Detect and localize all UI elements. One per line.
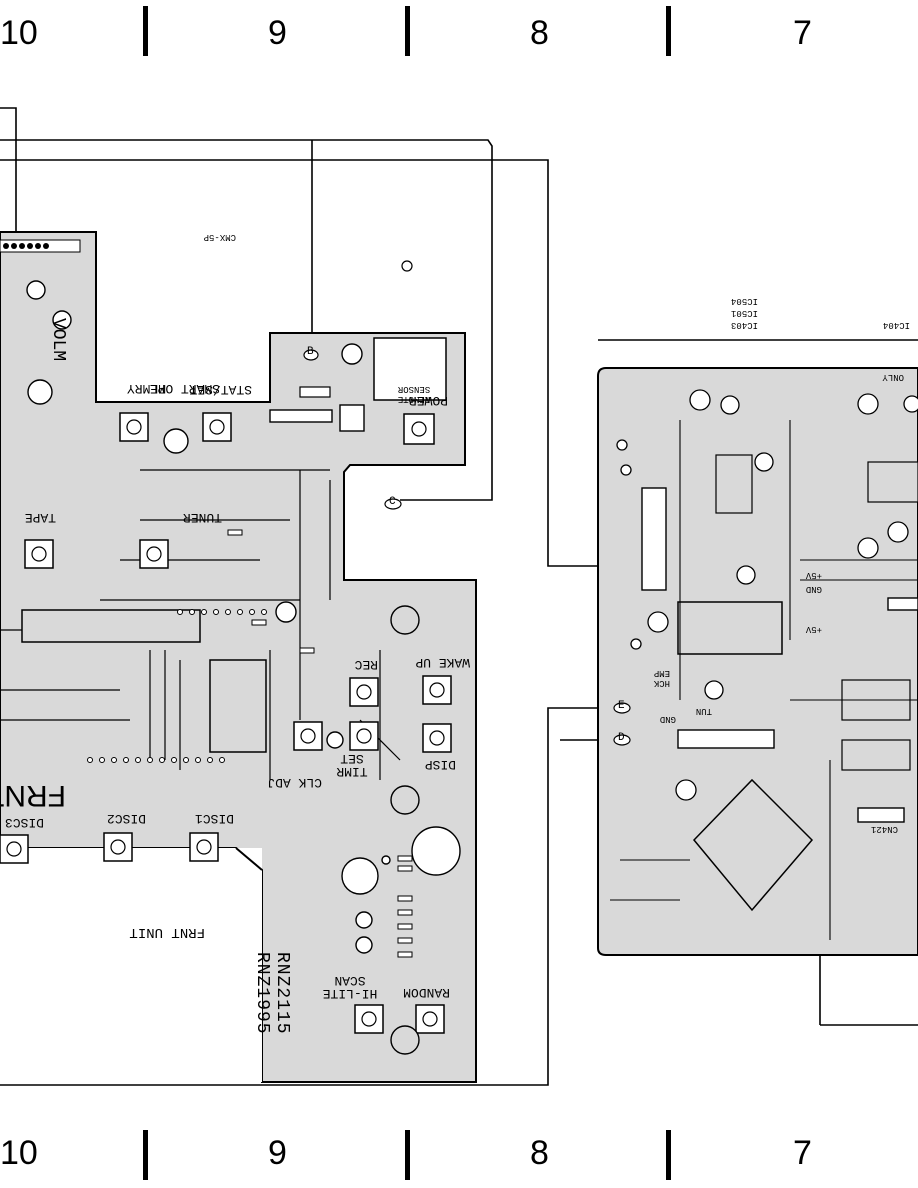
ruler-number: 7 <box>793 14 812 52</box>
ruler-number: 7 <box>793 1134 812 1172</box>
ic-package <box>21 609 201 643</box>
ruler-tick <box>405 6 410 56</box>
connector-header <box>269 409 333 423</box>
connector-header <box>641 487 667 591</box>
net-label-gnd: GND <box>659 714 676 724</box>
net-label-gnd-2: GND <box>805 584 822 594</box>
capacitors <box>26 280 461 1055</box>
ic-package <box>715 454 753 514</box>
connector-header <box>887 597 918 611</box>
capacitors <box>616 389 918 801</box>
regulator-ic <box>692 778 814 912</box>
part-code-2: RNZ2115 <box>272 952 292 1035</box>
button-label-disc3: DISC3 <box>4 815 44 830</box>
remote-sensor <box>373 337 447 401</box>
ic-label-ic403: IC403 <box>730 320 758 330</box>
ic-label-ic504: IC504 <box>730 296 758 306</box>
button-label-stat-set: STAT/SET <box>189 382 252 397</box>
ruler-tick <box>666 1130 671 1180</box>
connector-pins <box>3 243 49 249</box>
only-note: ONLY <box>882 372 904 382</box>
right-board-outline <box>597 367 918 956</box>
bottom-ruler: 10 9 8 7 <box>0 1118 918 1188</box>
connector-header <box>299 386 331 398</box>
connector-mark-b: B <box>307 346 314 358</box>
connector-mark-d: D <box>618 732 625 744</box>
ruler-number: 10 <box>0 14 38 52</box>
button-label-memry: MEMRY <box>126 381 166 396</box>
frnt-label: FRNT <box>0 779 66 812</box>
connector-header <box>339 404 365 432</box>
mounting-hole <box>401 260 413 272</box>
volm-label: VOLM <box>48 318 68 362</box>
button-label-random: RANDOM <box>403 985 450 1000</box>
ruler-number: 8 <box>530 1134 549 1172</box>
pin-row <box>87 609 267 763</box>
net-label-5v-2: +5V <box>805 624 822 634</box>
resistors <box>227 529 413 958</box>
button-pads <box>0 412 452 1034</box>
button-label-hi-lite-scan: HI-LITE SCAN <box>322 973 378 1001</box>
button-label-wake-up: WAKE UP <box>415 655 470 670</box>
net-label-tun: TUN <box>695 706 712 716</box>
ic-package <box>867 461 918 503</box>
ic-package <box>677 601 783 655</box>
button-label-disc1: DISC1 <box>194 811 234 826</box>
net-label-hck: HCK <box>653 678 670 688</box>
ruler-tick <box>143 1130 148 1180</box>
button-label-disc2: DISC2 <box>106 811 146 826</box>
ic-label-ic404: IC404 <box>882 320 910 330</box>
button-inner <box>6 419 445 1027</box>
button-label-tuner: TUNER <box>182 510 222 525</box>
ic-package <box>209 659 267 753</box>
ic-package <box>841 739 911 771</box>
ruler-tick <box>143 6 148 56</box>
model-code: CMX-5P <box>203 232 236 242</box>
connector-label-cn421: CN421 <box>870 824 898 834</box>
button-label-disp: DISP <box>424 757 456 772</box>
top-ruler: 10 9 8 7 <box>0 0 918 70</box>
right-traces <box>610 420 918 940</box>
button-label-clk-adj: CLK ADJ <box>267 775 322 790</box>
net-label-emp: EMP <box>653 668 670 678</box>
connection-markers <box>303 349 631 746</box>
net-label-5v: +5V <box>805 570 822 580</box>
connector-mark-c: C <box>389 496 396 508</box>
ruler-number: 9 <box>268 14 287 52</box>
ruler-number: 10 <box>0 1134 38 1172</box>
button-label-rec: REC <box>354 657 378 672</box>
ruler-tick <box>666 6 671 56</box>
sensor-label: REMOTE SENSOR <box>397 384 431 404</box>
part-code-1: RNZ1995 <box>252 952 272 1035</box>
ruler-number: 9 <box>268 1134 287 1172</box>
unit-label-area <box>0 848 262 1082</box>
unit-label: FRNT UNIT <box>129 924 205 940</box>
ruler-tick <box>405 1130 410 1180</box>
connector-header <box>677 729 775 749</box>
button-label-timr-set: TIMR SET <box>336 751 368 779</box>
ic-label-ic501: IC501 <box>730 308 758 318</box>
ruler-number: 8 <box>530 14 549 52</box>
button-label-tape: TAPE <box>24 510 56 525</box>
connector-mark-e: E <box>618 700 625 712</box>
connector-header <box>857 807 905 823</box>
